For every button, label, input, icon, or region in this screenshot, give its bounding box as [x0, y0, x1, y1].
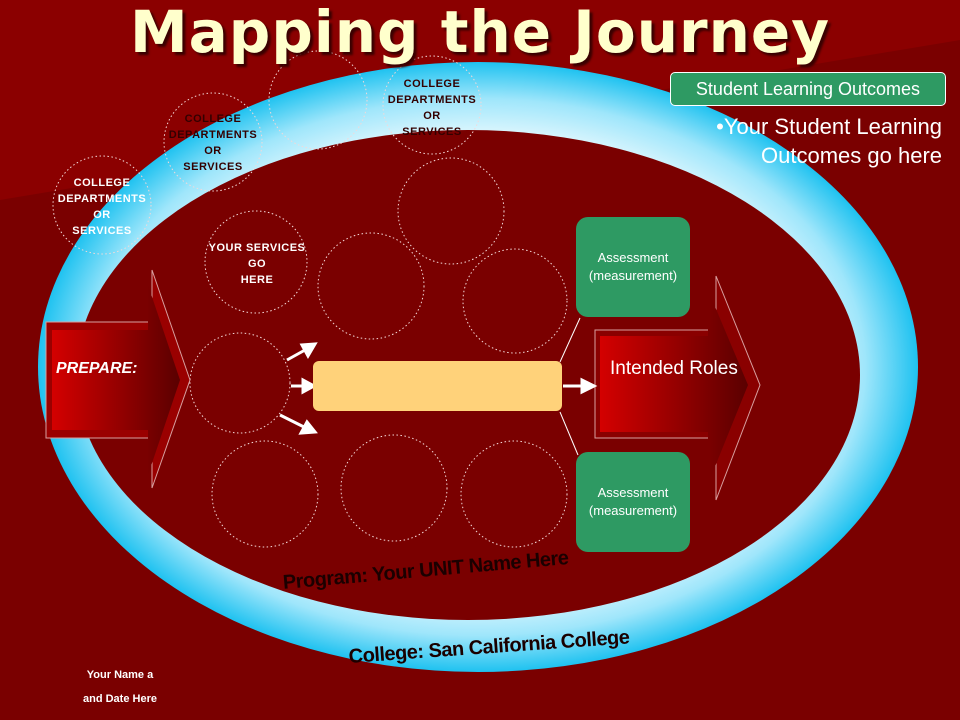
assessment-subtitle: (measurement): [588, 503, 678, 518]
center-goal-box: [313, 361, 562, 411]
assessment-subtitle: (measurement): [588, 268, 678, 283]
dept-line: DEPARTMENTS: [387, 94, 477, 106]
assessment-box-top: Assessment (measurement): [576, 217, 690, 317]
department-label-3: COLLEGE DEPARTMENTS OR SERVICES: [382, 76, 482, 140]
page-title: Mapping the Journey: [129, 0, 831, 66]
services-line: YOUR SERVICES: [208, 242, 306, 254]
services-line: GO: [247, 258, 267, 270]
dept-line: SERVICES: [402, 126, 462, 138]
dept-line: SERVICES: [183, 161, 243, 173]
circle-dept-2: [163, 92, 263, 192]
dept-line: OR: [204, 145, 222, 157]
prepare-label: PREPARE:: [56, 360, 138, 377]
assessment-box-bottom: Assessment (measurement): [576, 452, 690, 552]
circle-empty: [397, 157, 505, 265]
footer-date: and Date Here: [83, 693, 157, 705]
dept-line: COLLEGE: [184, 113, 242, 125]
dept-line: COLLEGE: [403, 78, 461, 90]
circle-your-services: [204, 210, 308, 314]
circle-empty: [340, 434, 448, 542]
dept-line: DEPARTMENTS: [168, 129, 258, 141]
assessment-title: Assessment: [597, 250, 669, 265]
intended-roles-arrow: [594, 275, 761, 501]
dept-line: COLLEGE: [73, 177, 131, 189]
slo-text: •Your Student Learning Outcomes go here: [716, 114, 942, 168]
intended-roles-label: Intended Roles: [610, 358, 738, 379]
services-line: HERE: [240, 274, 274, 286]
flow-arrows: [279, 342, 598, 435]
circle-empty: [460, 440, 568, 548]
dept-line: OR: [423, 110, 441, 122]
prepare-arrow: [45, 269, 191, 489]
circle-empty: [211, 440, 319, 548]
department-label-1: COLLEGE DEPARTMENTS OR SERVICES: [52, 175, 152, 239]
circle-empty: [462, 248, 568, 354]
circle-empty-top: [268, 50, 368, 150]
circle-dept-3: [382, 55, 482, 155]
slo-header: Student Learning Outcomes: [670, 72, 946, 106]
dotted-circles: [52, 50, 568, 548]
dept-line: DEPARTMENTS: [57, 193, 147, 205]
your-services-label: YOUR SERVICES GO HERE: [205, 240, 309, 288]
footer-name: Your Name a: [86, 669, 154, 681]
dept-line: SERVICES: [72, 225, 132, 237]
assessment-connectors: [559, 317, 581, 456]
dept-line: OR: [93, 209, 111, 221]
department-label-2: COLLEGE DEPARTMENTS OR SERVICES: [163, 111, 263, 175]
assessment-title: Assessment: [597, 485, 669, 500]
circle-empty: [317, 232, 425, 340]
circle-dept-1: [52, 155, 152, 255]
circle-start: [189, 332, 291, 434]
